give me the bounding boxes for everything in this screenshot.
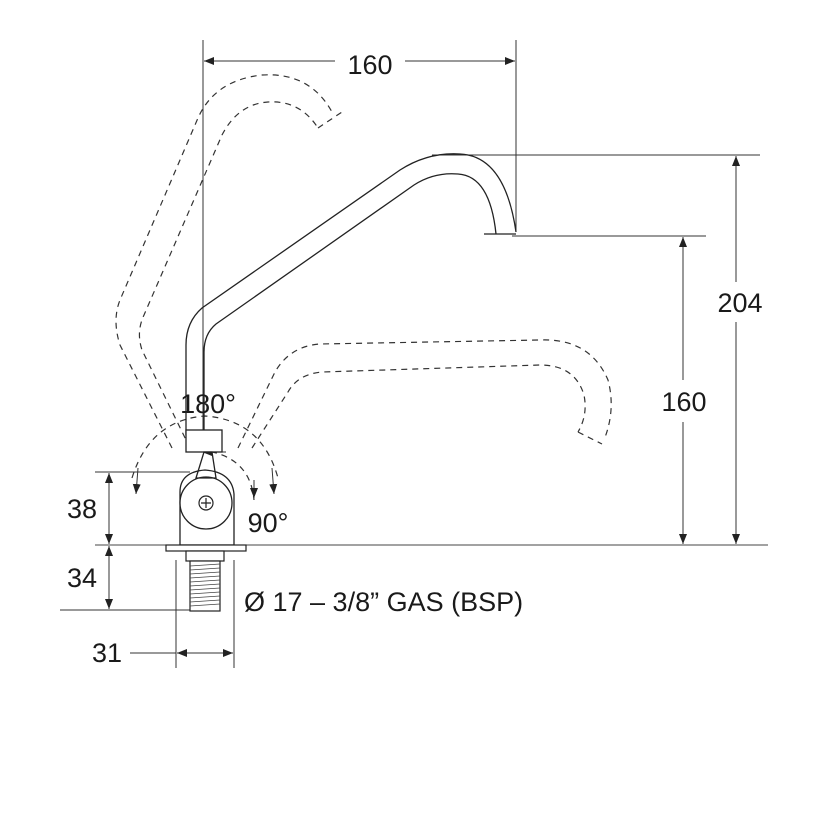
base-nut bbox=[185, 550, 225, 562]
dim-body-height-label: 38 bbox=[67, 494, 97, 524]
faucet-body bbox=[179, 469, 235, 546]
base-flange bbox=[165, 544, 247, 552]
dim-spout-height-label: 160 bbox=[661, 387, 706, 417]
dim-thread-width-label: 31 bbox=[92, 638, 122, 668]
dim-top-width-label: 160 bbox=[347, 50, 392, 80]
thread-hatching bbox=[189, 563, 221, 607]
thread-spec-label: Ø 17 – 3/8” GAS (BSP) bbox=[244, 587, 523, 617]
ghost-spout-right-outer bbox=[237, 339, 612, 449]
swivel-angle-label: 180° bbox=[180, 389, 236, 419]
ghost-spout-left-inner bbox=[138, 101, 319, 449]
ghost-spout-left-outer bbox=[115, 74, 333, 449]
ghost-spout-left-tip bbox=[317, 111, 343, 129]
dim-thread-length-label: 34 bbox=[67, 563, 97, 593]
swivel-arc-arrow-left bbox=[132, 467, 141, 495]
swivel-arc bbox=[131, 415, 279, 479]
ghost-spout-right-tip bbox=[577, 431, 603, 445]
ghost-spout-right-inner bbox=[251, 364, 586, 449]
main-spout-inner bbox=[203, 173, 497, 435]
swivel-collar bbox=[185, 429, 223, 453]
main-spout-outer bbox=[185, 153, 517, 435]
swivel-arc-arrow-right bbox=[269, 467, 278, 495]
dim-total-height-label: 204 bbox=[717, 288, 762, 318]
screw-cross-icon bbox=[201, 498, 211, 508]
lever-angle-label: 90° bbox=[248, 508, 289, 538]
lever-handle bbox=[195, 451, 217, 479]
